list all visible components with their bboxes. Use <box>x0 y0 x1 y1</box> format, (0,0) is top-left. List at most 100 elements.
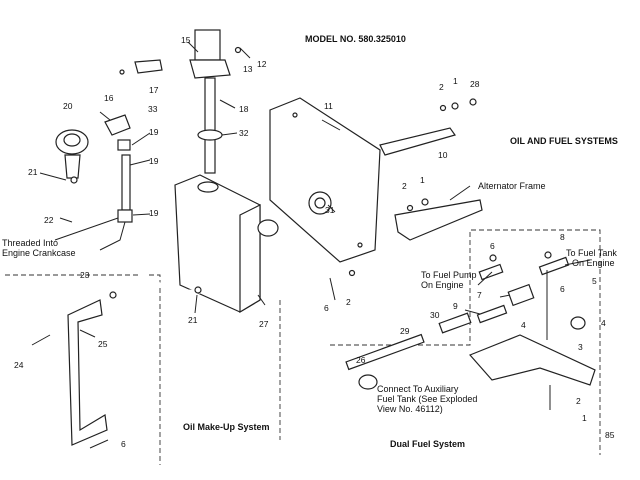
threaded-label-2: Engine Crankcase <box>2 248 76 258</box>
part-number: 6 <box>324 303 329 313</box>
oil-makeup-system-caption: Oil Make-Up System <box>183 422 270 432</box>
fitting-19c <box>117 209 133 223</box>
hw-2c <box>348 269 356 277</box>
part-number: 17 <box>149 85 159 95</box>
part-number: 6 <box>560 284 565 294</box>
part-number: 21 <box>188 315 198 325</box>
part-number: 4 <box>601 318 606 328</box>
oil-fuel-systems-heading: OIL AND FUEL SYSTEMS <box>510 136 618 146</box>
aux-label-2: Fuel Tank (See Exploded <box>377 394 477 404</box>
part-number: 11 <box>324 101 333 111</box>
oil-bracket <box>67 299 108 446</box>
part-number: 24 <box>14 360 24 370</box>
part-number: 15 <box>181 35 191 45</box>
fuel-pump-label: To Fuel Pump <box>421 270 477 280</box>
fuel-line-5 <box>538 256 570 276</box>
plate-hole <box>357 242 363 248</box>
hw-21a <box>70 176 78 184</box>
elbow-fitting <box>104 114 131 136</box>
threaded-label: Threaded Into <box>2 238 58 248</box>
bolt-24 <box>31 334 51 346</box>
fuel-pump-label-2: On Engine <box>421 280 464 290</box>
part-number: 22 <box>44 215 54 225</box>
part-number: 21 <box>28 167 38 177</box>
dual-fuel-border <box>330 229 601 455</box>
oil-fill-cap-inner <box>63 133 81 147</box>
hw-1b <box>421 198 429 206</box>
hw-2b <box>406 204 414 212</box>
part-number: 1 <box>453 76 458 86</box>
part-number: 20 <box>63 101 73 111</box>
part-number: 33 <box>148 104 158 114</box>
part-number: 28 <box>470 79 480 89</box>
hw-28 <box>469 98 477 106</box>
part-number: 32 <box>239 128 249 138</box>
part-number: 2 <box>576 396 581 406</box>
part-numbers: 15 13 12 16 17 18 32 20 33 19 19 19 21 2… <box>14 35 606 449</box>
dual-fuel-system-caption: Dual Fuel System <box>390 439 465 449</box>
alternator-bracket <box>379 127 456 156</box>
part-number: 23 <box>80 270 90 280</box>
dipstick-clamp <box>189 59 231 79</box>
page-number: 85 <box>605 430 615 440</box>
plate-hole <box>292 112 298 118</box>
part-number: 19 <box>149 156 159 166</box>
part-number: 6 <box>490 241 495 251</box>
fuel-tank-side <box>239 204 261 314</box>
oil-fill-neck <box>64 154 81 179</box>
fuel-tank-label: To Fuel Tank <box>566 248 617 258</box>
aux-label: Connect To Auxiliary <box>377 384 459 394</box>
model-number-title: MODEL NO. 580.325010 <box>305 34 406 44</box>
part-number: 1 <box>582 413 587 423</box>
leader-lines <box>39 41 591 338</box>
hw-6c <box>489 254 497 262</box>
hw-12 <box>234 46 242 54</box>
part-number: 2 <box>402 181 407 191</box>
fitting-19a <box>117 139 131 151</box>
part-number: 6 <box>121 439 126 449</box>
part-number: 13 <box>243 64 253 74</box>
part-number: 31 <box>325 205 335 215</box>
part-number: 12 <box>257 59 267 69</box>
alternator-frame <box>394 199 483 241</box>
hw-2a <box>439 104 447 112</box>
dipstick-handle <box>194 29 221 61</box>
bolt-6-center <box>329 277 336 301</box>
fuel-line-9 <box>476 304 508 324</box>
oil-hose-line <box>99 221 126 251</box>
hw-8 <box>544 251 552 259</box>
part-number: 25 <box>98 339 108 349</box>
hw-21b <box>194 286 202 294</box>
part-number: 10 <box>438 150 448 160</box>
connector-30 <box>438 312 472 334</box>
part-number: 2 <box>346 297 351 307</box>
part-number: 19 <box>149 127 159 137</box>
part-number: 9 <box>453 301 458 311</box>
tube-grommet <box>197 129 223 141</box>
part-number: 16 <box>104 93 114 103</box>
oil-makeup-border <box>5 274 161 465</box>
aux-label-3: View No. 46112) <box>377 404 443 414</box>
part-number: 18 <box>239 104 249 114</box>
fuel-tank-cap <box>257 219 279 237</box>
part-number: 2 <box>439 82 444 92</box>
oil-filler-disk-inner <box>314 197 326 209</box>
part-number: 19 <box>149 208 159 218</box>
part-number: 8 <box>560 232 565 242</box>
part-number: 26 <box>356 355 366 365</box>
bracket-17 <box>134 59 163 74</box>
part-number: 4 <box>521 320 526 330</box>
part-number: 7 <box>477 290 482 300</box>
alternator-label: Alternator Frame <box>478 181 546 191</box>
part-number: 3 <box>578 342 583 352</box>
part-number: 1 <box>420 175 425 185</box>
part-number: 30 <box>430 310 440 320</box>
part-number: 27 <box>259 319 269 329</box>
mounting-plate <box>269 97 381 263</box>
part-number: 5 <box>592 276 597 286</box>
dipstick-tube <box>204 77 216 174</box>
fuel-tank-label-2: On Engine <box>572 258 615 268</box>
fuel-hose-29 <box>345 333 425 371</box>
part-number: 29 <box>400 326 410 336</box>
